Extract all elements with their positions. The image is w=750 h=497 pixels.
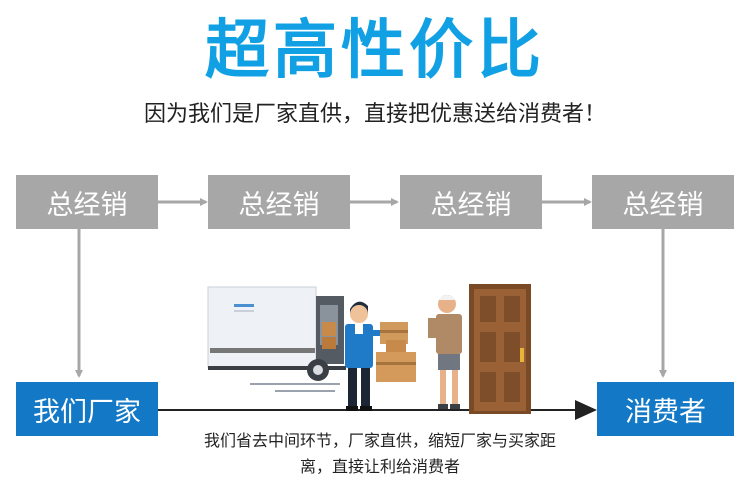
courier-illustration [345,301,408,411]
distributor-label: 总经销 [622,189,704,221]
factory-box: 我们厂家 [16,382,158,436]
consumer-label: 消费者 [625,396,706,428]
distributor-label: 总经销 [46,189,128,221]
caption-line-2: 离，直接让利给消费者 [299,457,460,476]
distributor-box-4: 总经销 [592,175,734,229]
distributor-box-2: 总经销 [208,175,350,229]
caption-line-1: 我们省去中间环节，厂家直供，缩短厂家与买家距 [203,431,556,450]
factory-label: 我们厂家 [33,396,141,428]
consumer-box: 消费者 [597,382,734,436]
distributor-box-1: 总经销 [16,175,158,229]
direct-supply-caption: 我们省去中间环节，厂家直供，缩短厂家与买家距 离，直接让利给消费者 [170,428,590,480]
distributor-label: 总经销 [430,189,512,221]
distributor-box-3: 总经销 [400,175,542,229]
customer-illustration [428,295,462,409]
page-title: 超高性价比 [205,14,545,88]
distributor-label: 总经销 [238,189,320,221]
page-subtitle: 因为我们是厂家直供，直接把优惠送给消费者！ [143,102,606,127]
arrow-head-dark [575,400,597,420]
door-illustration [469,284,531,414]
